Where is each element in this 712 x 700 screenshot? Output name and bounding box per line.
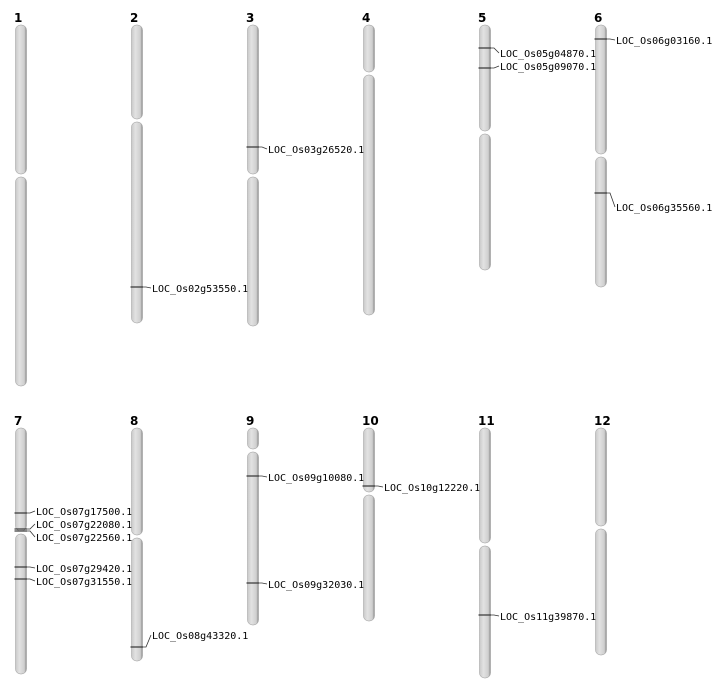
gene-marker: LOC_Os07g17500.1 <box>14 507 132 518</box>
chromosome-4: 4 <box>362 11 375 316</box>
gene-marker: LOC_Os11g39870.1 <box>478 612 596 623</box>
gene-marker: LOC_Os06g35560.1 <box>594 192 712 214</box>
chromosome-p-arm <box>363 24 375 73</box>
chromosome-q-arm <box>131 537 143 662</box>
chromosome-q-arm <box>247 451 259 626</box>
chromosome-q-arm <box>15 176 27 387</box>
gene-connector <box>375 485 384 488</box>
gene-connector <box>143 634 152 648</box>
chromosome-number: 3 <box>246 11 254 25</box>
gene-connector <box>27 510 36 514</box>
chromosome-p-arm <box>15 24 27 175</box>
chromosome-number: 11 <box>478 414 495 428</box>
gene-marker: LOC_Os09g10080.1 <box>246 473 364 484</box>
chromosome-q-arm <box>131 121 143 324</box>
gene-marker: LOC_Os07g22080.1 <box>14 520 132 531</box>
chromosome-p-arm <box>595 24 607 155</box>
gene-connector <box>259 582 268 585</box>
gene-marker: LOC_Os03g26520.1 <box>246 145 364 156</box>
chromosome-number: 7 <box>14 414 22 428</box>
chromosome-number: 5 <box>478 11 486 25</box>
gene-label: LOC_Os07g22560.1 <box>36 533 132 544</box>
chromosome-p-arm <box>247 427 259 450</box>
gene-marker: LOC_Os07g29420.1 <box>14 564 132 575</box>
gene-label: LOC_Os02g53550.1 <box>152 284 248 295</box>
gene-connector <box>607 38 616 41</box>
chromosome-q-arm <box>595 156 607 288</box>
gene-label: LOC_Os09g32030.1 <box>268 580 364 591</box>
gene-label: LOC_Os07g22080.1 <box>36 520 132 531</box>
chromosome-number: 8 <box>130 414 138 428</box>
gene-connector <box>491 614 500 617</box>
gene-label: LOC_Os10g12220.1 <box>384 483 480 494</box>
gene-label: LOC_Os07g31550.1 <box>36 577 132 588</box>
gene-label: LOC_Os09g10080.1 <box>268 473 364 484</box>
gene-marker: LOC_Os10g12220.1 <box>362 483 480 494</box>
gene-connector <box>259 146 268 150</box>
gene-label: LOC_Os05g09070.1 <box>500 62 596 73</box>
chromosome-q-arm <box>247 176 259 327</box>
gene-connector <box>259 475 268 478</box>
gene-label: LOC_Os03g26520.1 <box>268 145 364 156</box>
chromosome-q-arm <box>363 74 375 316</box>
gene-connector <box>27 523 36 530</box>
chromosome-p-arm <box>363 427 375 493</box>
chromosome-q-arm <box>363 494 375 622</box>
gene-marker: LOC_Os09g32030.1 <box>246 580 364 591</box>
chromosome-q-arm <box>479 545 491 679</box>
chromosome-p-arm <box>595 427 607 527</box>
gene-marker: LOC_Os07g22560.1 <box>14 530 132 544</box>
chromosome-number: 6 <box>594 11 602 25</box>
chromosome-number: 4 <box>362 11 370 25</box>
chromosome-p-arm <box>479 427 491 544</box>
gene-marker: LOC_Os06g03160.1 <box>594 36 712 47</box>
gene-label: LOC_Os05g04870.1 <box>500 49 596 60</box>
chromosome-number: 12 <box>594 414 611 428</box>
chromosome-7: 7LOC_Os07g17500.1LOC_Os07g22080.1LOC_Os0… <box>14 414 132 675</box>
gene-connector <box>27 578 36 582</box>
gene-connector <box>491 65 500 69</box>
gene-label: LOC_Os06g35560.1 <box>616 203 712 214</box>
chromosome-number: 10 <box>362 414 379 428</box>
gene-label: LOC_Os08g43320.1 <box>152 631 248 642</box>
gene-label: LOC_Os06g03160.1 <box>616 36 712 47</box>
gene-marker: LOC_Os07g31550.1 <box>14 577 132 588</box>
chromosome-q-arm <box>15 533 27 675</box>
gene-label: LOC_Os11g39870.1 <box>500 612 596 623</box>
gene-connector <box>27 530 36 538</box>
chromosome-p-arm <box>479 24 491 132</box>
chromosome-1: 1 <box>14 11 27 387</box>
gene-connector <box>607 192 616 208</box>
gene-label: LOC_Os07g29420.1 <box>36 564 132 575</box>
chromosome-q-arm <box>595 528 607 656</box>
chromosome-p-arm <box>131 427 143 536</box>
gene-label: LOC_Os07g17500.1 <box>36 507 132 518</box>
gene-connector <box>143 286 152 289</box>
chromosome-12: 12 <box>594 414 611 656</box>
chromosome-q-arm <box>479 133 491 271</box>
chromosome-number: 2 <box>130 11 138 25</box>
chromosome-number: 9 <box>246 414 254 428</box>
chromosome-p-arm <box>247 24 259 175</box>
gene-marker: LOC_Os05g09070.1 <box>478 62 596 73</box>
gene-connector <box>491 47 500 54</box>
gene-connector <box>27 566 36 569</box>
gene-marker: LOC_Os08g43320.1 <box>130 631 248 648</box>
gene-marker: LOC_Os02g53550.1 <box>130 284 248 295</box>
gene-marker: LOC_Os05g04870.1 <box>478 47 596 60</box>
chromosome-number: 1 <box>14 11 22 25</box>
chromosome-p-arm <box>15 427 27 532</box>
chromosome-p-arm <box>131 24 143 120</box>
